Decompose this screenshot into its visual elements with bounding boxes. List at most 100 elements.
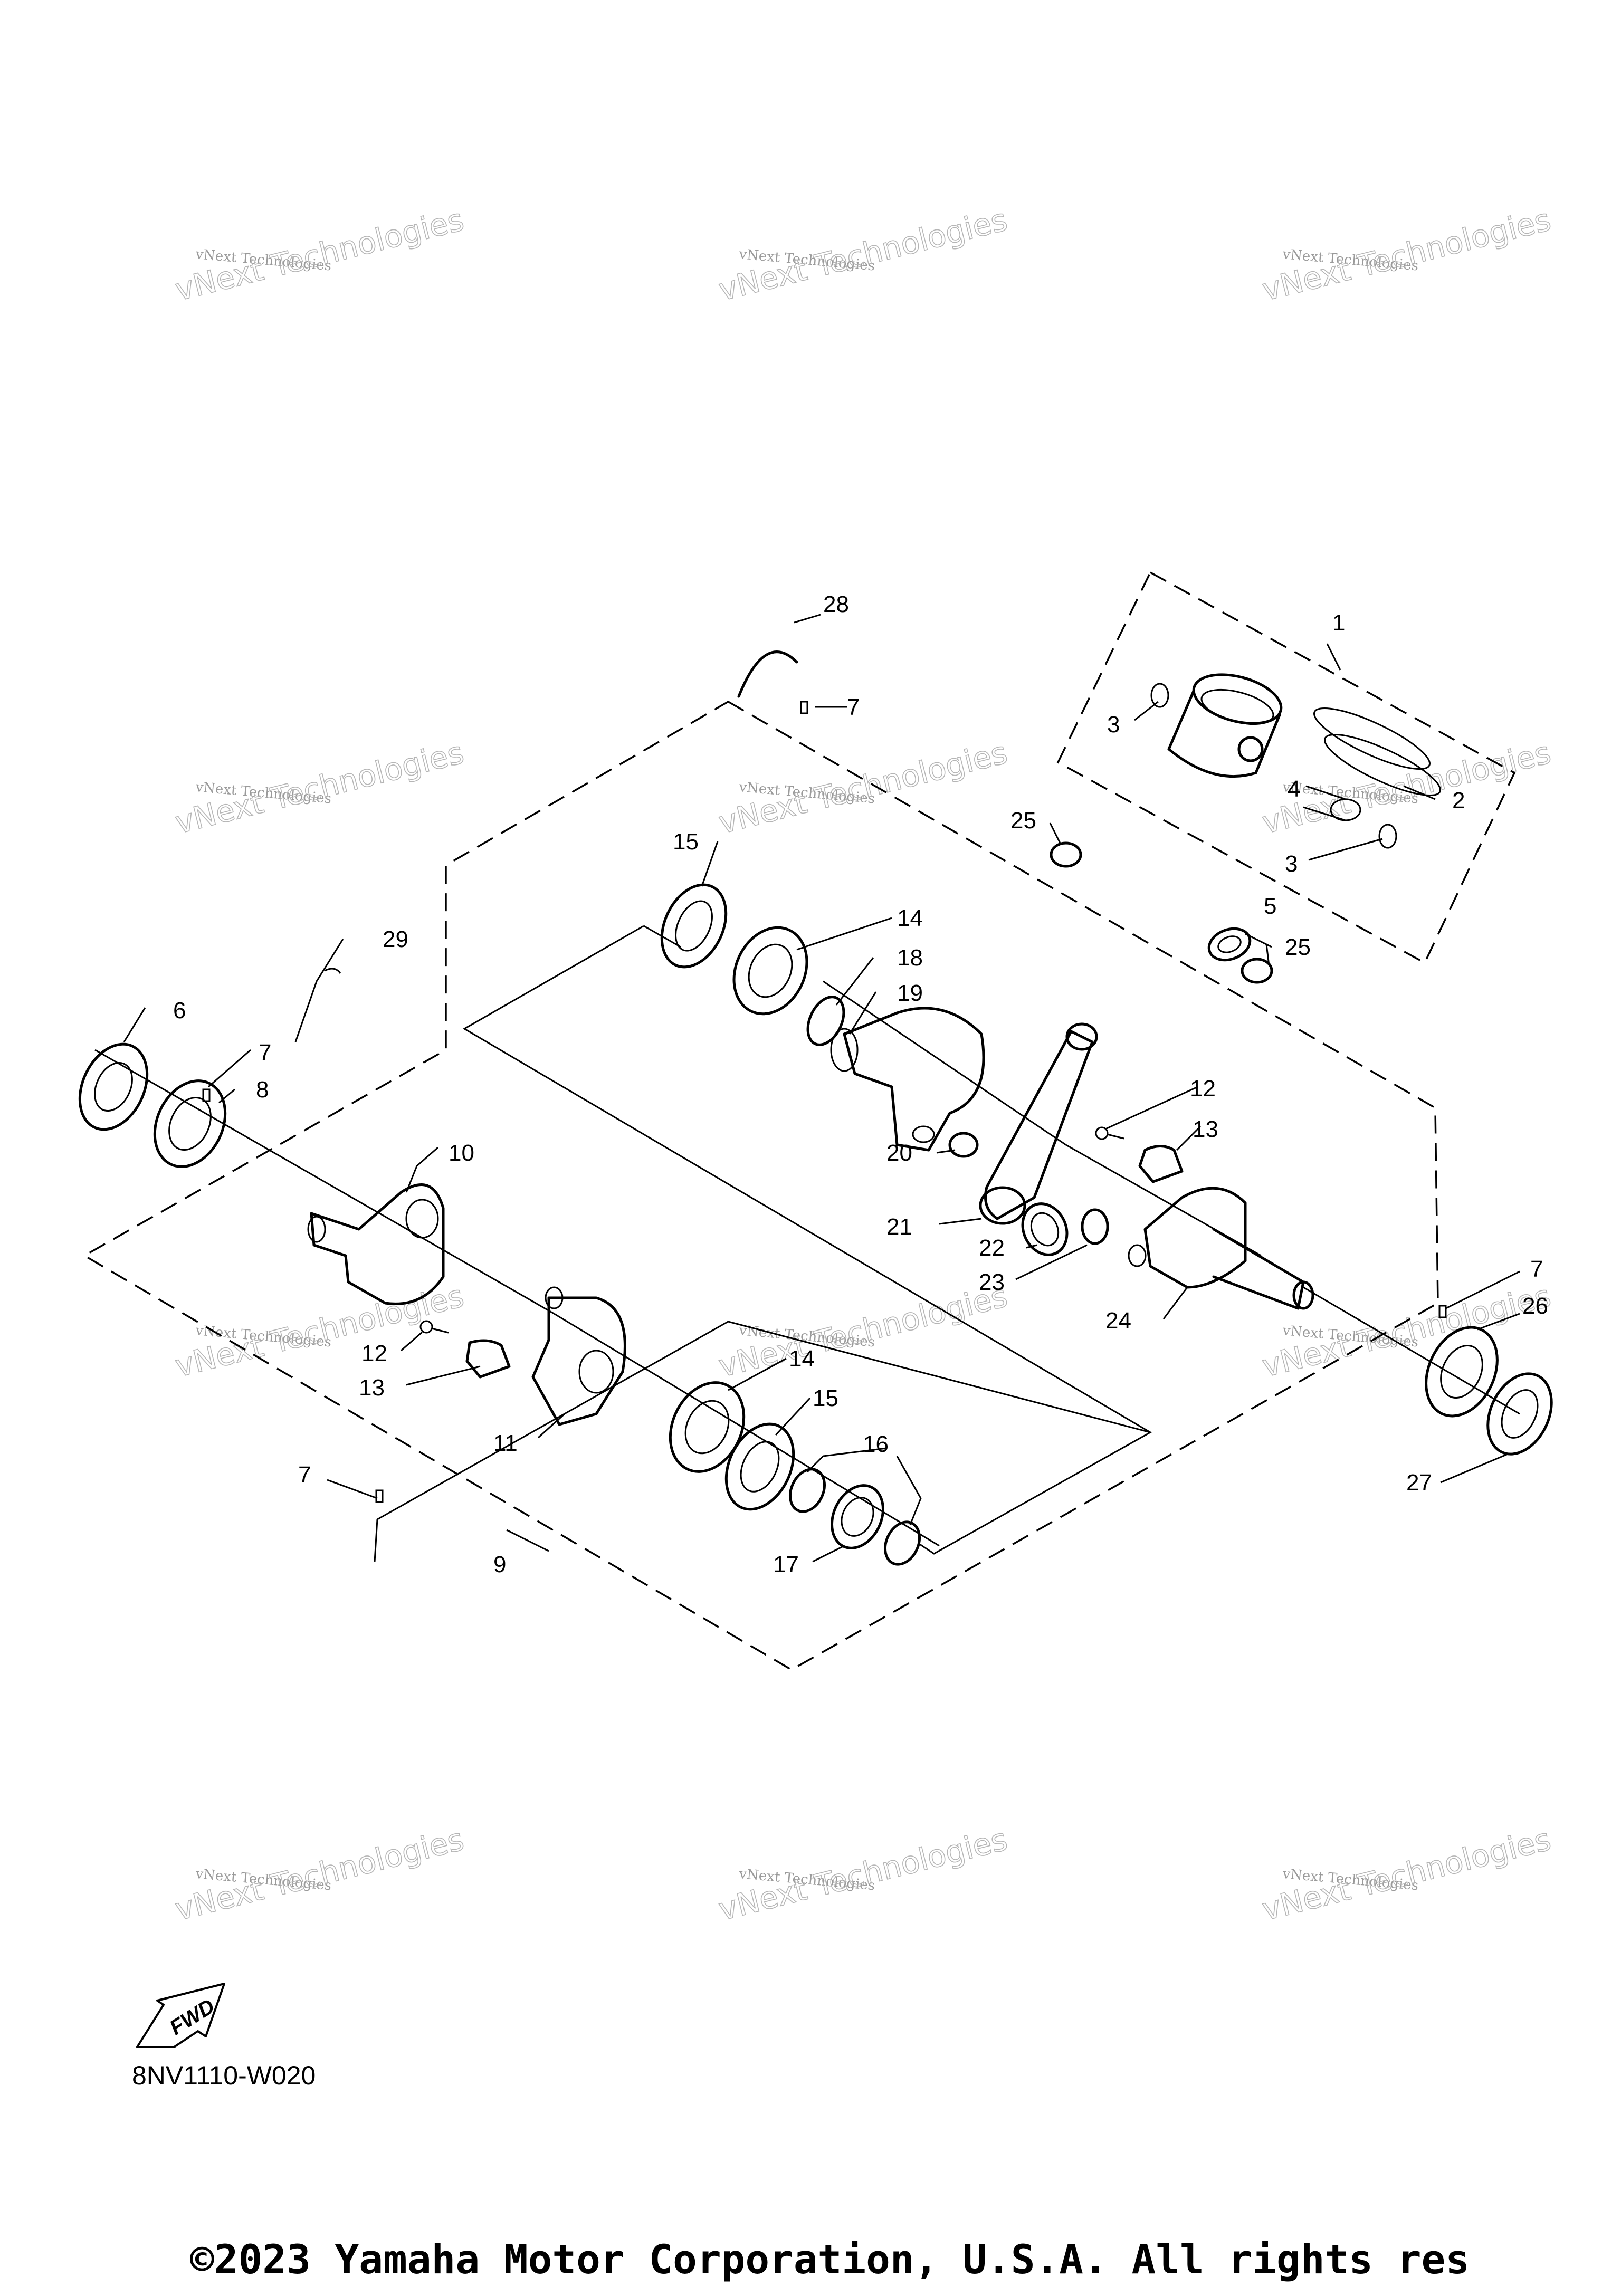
balance-weight-left (465, 1339, 511, 1379)
oil-seal-right (1486, 1372, 1553, 1456)
watermark: vNext Technologies vNext Technologies (1258, 201, 1555, 308)
callout-7: 7 (298, 1462, 311, 1488)
balance-weight (1138, 1145, 1184, 1183)
connecting-rod (979, 1022, 1098, 1225)
callout-7: 7 (1530, 1256, 1543, 1282)
left-shaft-axis (94, 1049, 555, 1315)
callout-25: 25 (1010, 808, 1036, 834)
callout-21: 21 (886, 1214, 912, 1240)
left-shaft-axis-2 (554, 1313, 940, 1547)
piston-pin-clip (1378, 824, 1397, 849)
callout-9: 9 (493, 1552, 506, 1577)
watermark: vNext Technologies vNext Technologies (715, 1821, 1012, 1928)
parts (78, 650, 1553, 1566)
fwd-arrow-icon: FWD (136, 1983, 225, 2048)
callout-20: 20 (886, 1140, 912, 1166)
watermark: vNext Technologies vNext Technologies (171, 734, 468, 841)
watermarks: vNext Technologies vNext Technologies vN… (171, 201, 1555, 1928)
callout-7: 7 (847, 694, 860, 720)
callout-3: 3 (1285, 851, 1298, 877)
thrust-washer (1241, 958, 1273, 984)
callout-12: 12 (1190, 1076, 1216, 1102)
callout-7: 7 (259, 1040, 271, 1066)
drawing-code: 8NV1110-W020 (132, 2061, 316, 2090)
collar (789, 1468, 826, 1513)
callout-13: 13 (359, 1375, 385, 1401)
crank-pin-washer (948, 1132, 979, 1158)
crank-web-right (830, 1007, 985, 1152)
right-shaft-axis-3 (1303, 1286, 1520, 1415)
crank-inner-box (463, 925, 1152, 1555)
crank-bearing-right (1425, 1326, 1499, 1418)
callout-25: 25 (1285, 934, 1311, 960)
callout-10: 10 (449, 1140, 474, 1166)
big-end-bearing (1021, 1202, 1069, 1256)
assembly-axes (94, 925, 1520, 1562)
callout-14: 14 (789, 1346, 815, 1372)
callout-12: 12 (361, 1341, 387, 1366)
balance-screw (1095, 1126, 1124, 1140)
piston (1167, 673, 1283, 778)
assembly-9-leader-box (374, 1321, 1151, 1562)
fwd-label: FWD (166, 1995, 219, 2040)
callout-24: 24 (1105, 1308, 1131, 1334)
callout-3: 3 (1107, 712, 1120, 738)
watermark: vNext Technologies vNext Technologies (171, 1821, 468, 1928)
crank-gear (831, 1484, 884, 1549)
dowel-pin (202, 1088, 211, 1102)
copyright-notice: ©2023 Yamaha Motor Corporation, U.S.A. A… (190, 2236, 1470, 2283)
callout-4: 4 (1288, 776, 1300, 802)
piston-pin (1303, 785, 1361, 821)
watermark: vNext Technologies vNext Technologies (715, 734, 1012, 841)
callout-26: 26 (1522, 1293, 1548, 1319)
woodruff-key (324, 968, 341, 974)
crank-half-ring (737, 650, 798, 698)
callout-23: 23 (979, 1269, 1005, 1295)
callout-22: 22 (979, 1235, 1005, 1261)
watermark: vNext Technologies vNext Technologies (171, 201, 468, 308)
callout-11: 11 (493, 1430, 518, 1456)
balance-screw-left (419, 1320, 449, 1334)
leader-lines (123, 614, 1520, 1563)
dowel-pin (1438, 1305, 1447, 1318)
callout-13: 13 (1193, 1116, 1218, 1142)
oil-seal-lower (724, 1422, 795, 1511)
piston-assembly-boundary (1056, 571, 1516, 964)
watermark: vNext Technologies vNext Technologies (715, 1277, 1012, 1384)
callout-28: 28 (823, 591, 849, 617)
small-end-bearing (1207, 927, 1252, 962)
oil-seal-left (78, 1042, 149, 1131)
callout-8: 8 (256, 1077, 269, 1103)
callout-29: 29 (383, 926, 408, 952)
crank-web-left (307, 1183, 445, 1305)
callout-15: 15 (813, 1385, 838, 1411)
crankshaft-assembly-boundary (82, 700, 1439, 1671)
callout-14: 14 (897, 905, 923, 931)
dowel-pin (375, 1489, 384, 1503)
thrust-washer (1050, 841, 1082, 868)
callout-5: 5 (1264, 893, 1276, 919)
callout-16: 16 (863, 1431, 889, 1457)
crank-web-center (531, 1286, 626, 1426)
callout-18: 18 (897, 945, 923, 971)
callout-2: 2 (1452, 788, 1465, 814)
watermark: vNext Technologies vNext Technologies (1258, 1821, 1555, 1928)
watermark: vNext Technologies vNext Technologies (715, 201, 1012, 308)
callout-15: 15 (673, 829, 699, 855)
assembly-boundaries (82, 571, 1516, 1671)
o-ring (806, 996, 845, 1046)
watermark: vNext Technologies vNext Technologies (1258, 1277, 1555, 1384)
piston-pin-clip (1150, 683, 1169, 708)
dowel-pin (800, 701, 808, 714)
crank-bearing-left (153, 1079, 227, 1168)
crank-bearing (732, 926, 808, 1016)
crankshaft-right-half (1128, 1187, 1314, 1310)
callout-17: 17 (773, 1552, 799, 1577)
callout-27: 27 (1406, 1470, 1432, 1496)
piston-rings (1313, 707, 1441, 797)
oil-seal (660, 883, 728, 969)
callout-1: 1 (1332, 610, 1345, 636)
callout-19: 19 (897, 980, 923, 1006)
